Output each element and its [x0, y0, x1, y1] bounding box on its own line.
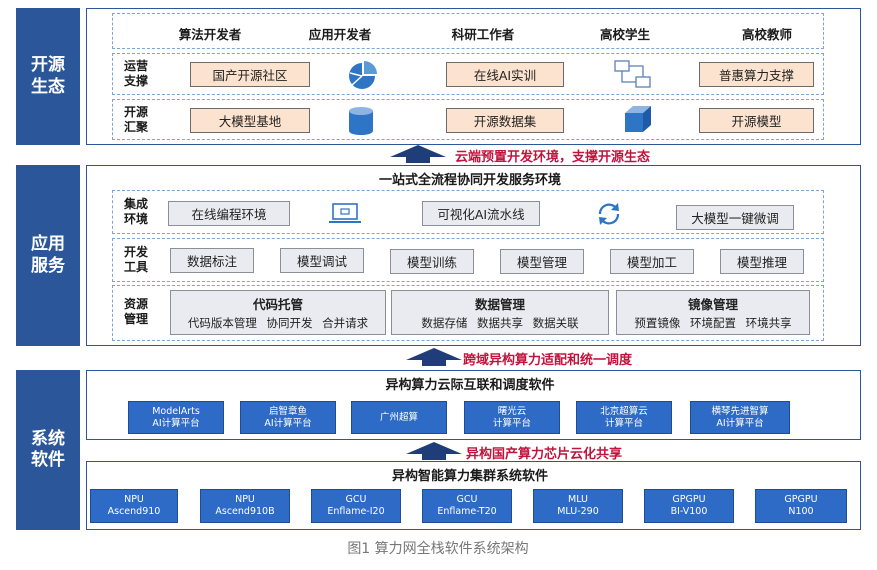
online-coding-env-box: 在线编程环境 [168, 201, 290, 226]
user-teacher: 高校教师 [741, 27, 792, 42]
data-management-items: 数据存储 数据共享 数据关联 [421, 316, 579, 330]
user-algorithm-developer: 算法开发者 [178, 27, 242, 42]
large-model-base-box: 大模型基地 [190, 108, 310, 133]
resource-mgmt-title: 资源 管理 [123, 297, 148, 326]
figure-caption: 图1 算力网全栈软件系统架构 [347, 541, 529, 557]
open-source-gather-title: 开源 汇聚 [123, 105, 148, 134]
up-arrow-2 [404, 347, 464, 367]
open-source-community-box: 国产开源社区 [190, 62, 310, 87]
image-management-items: 预置镜像 环境配置 环境共享 [634, 316, 792, 330]
platform-sugon-cloud: 曙光云 计算平台 [464, 401, 560, 434]
chip-ascend910b: NPU Ascend910B [200, 489, 290, 523]
llm-finetune-box: 大模型一键微调 [676, 205, 794, 230]
chip-enflame-t20: GCU Enflame-T20 [422, 489, 512, 523]
resource-mgmt-row [112, 285, 824, 341]
platform-modelarts: ModelArts AI计算平台 [128, 401, 224, 434]
arrow-label-1: 云端预置开发环境，支撑开源生态 [455, 150, 651, 165]
online-ai-training-box: 在线AI实训 [446, 62, 564, 87]
dev-tools-row [112, 238, 824, 282]
code-hosting-title: 代码托管 [252, 297, 303, 312]
arrow-label-3: 异构国产算力芯片云化共享 [466, 447, 623, 462]
platform-beijing-supercloud: 北京超算云 计算平台 [576, 401, 672, 434]
user-student: 高校学生 [599, 27, 650, 42]
app-service-title: 一站式全流程协同开发服务环境 [378, 173, 561, 188]
chip-bi-v100: GPGPU BI-V100 [644, 489, 734, 523]
chip-mlu-290: MLU MLU-290 [533, 489, 623, 523]
tool-model-management: 模型管理 [500, 249, 584, 274]
user-researcher: 科研工作者 [451, 27, 515, 42]
laptop-icon [325, 200, 365, 228]
refresh-icon [593, 198, 625, 230]
integrated-env-title: 集成 环境 [123, 197, 148, 226]
network-icon [612, 58, 654, 90]
inclusive-computing-box: 普惠算力支撑 [699, 62, 814, 87]
open-source-gather-row [112, 99, 824, 140]
ops-support-title: 运营 支撑 [123, 59, 148, 88]
image-management-title: 镜像管理 [687, 297, 738, 312]
data-management-title: 数据管理 [474, 297, 525, 312]
data-management-group [391, 290, 609, 335]
image-management-group [616, 290, 810, 335]
cloud-interconnect-title: 异构算力云际互联和调度软件 [385, 378, 555, 393]
cube-icon [620, 102, 656, 136]
platform-hengqin: 横琴先进智算 AI计算平台 [690, 401, 790, 434]
cluster-software-title: 异构智能算力集群系统软件 [391, 469, 548, 484]
users-row [112, 13, 824, 49]
visual-ai-pipeline-box: 可视化AI流水线 [422, 201, 540, 226]
layer-label-ecosystem: 开源 生态 [16, 8, 80, 145]
open-model-box: 开源模型 [699, 108, 814, 133]
tool-model-inference: 模型推理 [720, 249, 804, 274]
layer-label-system-software: 系统 软件 [16, 370, 80, 530]
arrow-label-2: 跨域异构算力适配和统一调度 [463, 353, 633, 368]
dev-tools-title: 开发 工具 [123, 245, 148, 274]
up-arrow-3 [404, 441, 464, 461]
tool-model-training: 模型训练 [390, 249, 474, 274]
chip-ascend910: NPU Ascend910 [90, 489, 178, 523]
open-dataset-box: 开源数据集 [446, 108, 564, 133]
chip-enflame-i20: GCU Enflame-I20 [311, 489, 401, 523]
platform-guangzhou-supercomputing: 广州超算 [351, 401, 447, 434]
code-hosting-items: 代码版本管理 协同开发 合并请求 [187, 316, 369, 330]
chip-n100: GPGPU N100 [755, 489, 847, 523]
platform-qizhi: 启智章鱼 AI计算平台 [240, 401, 336, 434]
code-hosting-group [170, 290, 386, 335]
integrated-env-row [112, 190, 824, 234]
tool-model-processing: 模型加工 [610, 249, 694, 274]
layer-label-app-service: 应用 服务 [16, 165, 80, 346]
database-icon [344, 104, 378, 138]
ops-support-row [112, 53, 824, 95]
up-arrow-1 [388, 144, 448, 164]
tool-data-annotation: 数据标注 [170, 248, 254, 273]
user-app-developer: 应用开发者 [308, 27, 372, 42]
tool-model-debug: 模型调试 [280, 248, 364, 273]
pie-chart-icon [345, 59, 381, 91]
